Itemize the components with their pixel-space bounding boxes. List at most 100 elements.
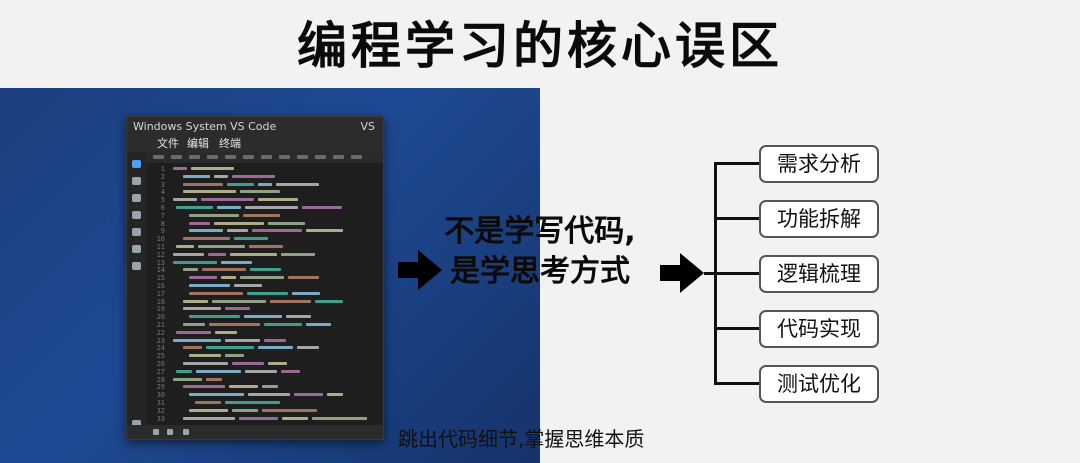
code-token: [189, 291, 243, 295]
step-code-implementation: 代码实现: [759, 310, 879, 348]
code-token: [208, 252, 226, 256]
code-token: [314, 299, 343, 303]
code-token: [306, 229, 343, 233]
line-number: 14: [156, 266, 165, 275]
code-token: [239, 190, 280, 194]
caption: 跳出代码细节,掌握思维本质: [398, 427, 645, 451]
code-token: [243, 213, 280, 217]
step-logic-sorting: 逻辑梳理: [759, 255, 879, 293]
page-title: 编程学习的核心误区: [297, 17, 783, 75]
arrow-right-icon: [398, 250, 442, 290]
code-token: [240, 276, 284, 280]
code-token: [269, 299, 311, 303]
code-token: [206, 377, 222, 381]
slogan-line-2: 是学思考方式: [450, 254, 630, 289]
code-token: [275, 182, 319, 186]
gear-icon: [132, 420, 141, 428]
code-token: [215, 330, 238, 334]
slogan-line-1: 不是学写代码,: [444, 214, 636, 249]
line-number: 13: [156, 258, 165, 267]
code-token: [182, 190, 236, 194]
code-token: [182, 174, 210, 178]
tab-placeholder: [315, 155, 326, 159]
code-token: [263, 323, 302, 326]
code-token: [227, 229, 248, 233]
editor-window-title: Windows System VS Code: [133, 120, 277, 133]
editor-titlebar: Windows System VS Code VS: [127, 117, 383, 136]
menu-item-terminal: 终端: [219, 137, 241, 150]
code-token: [182, 268, 198, 272]
step-requirement-analysis: 需求分析: [759, 145, 879, 183]
code-token: [286, 315, 311, 319]
line-number: 21: [156, 321, 165, 329]
code-token: [245, 369, 278, 373]
menu-item-file: 文件: [157, 137, 179, 150]
line-number: 19: [156, 305, 165, 314]
tab-placeholder: [243, 155, 254, 159]
code-token: [176, 206, 214, 209]
tree-branch: [714, 162, 760, 165]
code-token: [225, 401, 281, 404]
code-token: [267, 362, 287, 365]
code-token: [182, 416, 235, 420]
tab-placeholder: [351, 155, 362, 159]
code-token: [294, 393, 323, 397]
extensions-icon: [132, 228, 141, 236]
code-token: [244, 315, 282, 319]
line-number: 30: [156, 391, 165, 400]
code-token: [252, 229, 302, 233]
code-token: [173, 377, 202, 381]
line-number: 1: [160, 165, 165, 173]
code-token: [189, 315, 240, 319]
status-icon: [153, 429, 159, 435]
code-token: [296, 346, 319, 350]
code-token: [247, 291, 288, 295]
slogan: 不是学写代码, 是学思考方式: [430, 212, 650, 292]
tree-connector: [704, 272, 716, 275]
code-token: [196, 369, 242, 373]
arrow-right-icon: [660, 253, 704, 293]
line-number: 26: [156, 360, 165, 368]
line-number: 24: [156, 344, 165, 353]
editor-window-badge: VS: [360, 120, 375, 133]
code-token: [176, 245, 195, 248]
tab-placeholder: [225, 155, 236, 159]
code-token: [302, 206, 343, 209]
code-token: [182, 385, 225, 389]
line-number: 15: [156, 274, 165, 283]
code-token: [176, 369, 193, 373]
line-number: 5: [160, 196, 165, 205]
code-token: [264, 338, 286, 342]
code-token: [198, 245, 246, 248]
line-number: 8: [160, 219, 165, 228]
code-token: [249, 268, 281, 272]
code-token: [182, 299, 208, 303]
code-token: [214, 221, 264, 225]
line-number: 12: [156, 250, 165, 259]
code-token: [257, 346, 293, 350]
code-token: [245, 206, 299, 209]
line-number: 20: [156, 313, 165, 322]
code-token: [182, 346, 202, 350]
code-token: [173, 167, 187, 170]
code-token: [224, 307, 250, 311]
code-token: [230, 252, 277, 256]
code-token: [213, 174, 228, 178]
explorer-icon: [132, 160, 141, 168]
step-test-optimization: 测试优化: [759, 365, 879, 403]
code-token: [281, 369, 301, 373]
code-token: [268, 221, 305, 225]
tab-placeholder: [333, 155, 344, 159]
code-token: [221, 276, 236, 280]
code-token: [173, 338, 221, 342]
line-number: 11: [156, 243, 165, 251]
tab-placeholder: [279, 155, 290, 159]
debug-icon: [132, 211, 141, 219]
code-token: [182, 237, 230, 241]
code-token: [201, 198, 254, 202]
code-token: [232, 408, 258, 412]
code-token: [191, 167, 234, 170]
tree-branch: [714, 327, 760, 330]
code-token: [189, 354, 221, 358]
